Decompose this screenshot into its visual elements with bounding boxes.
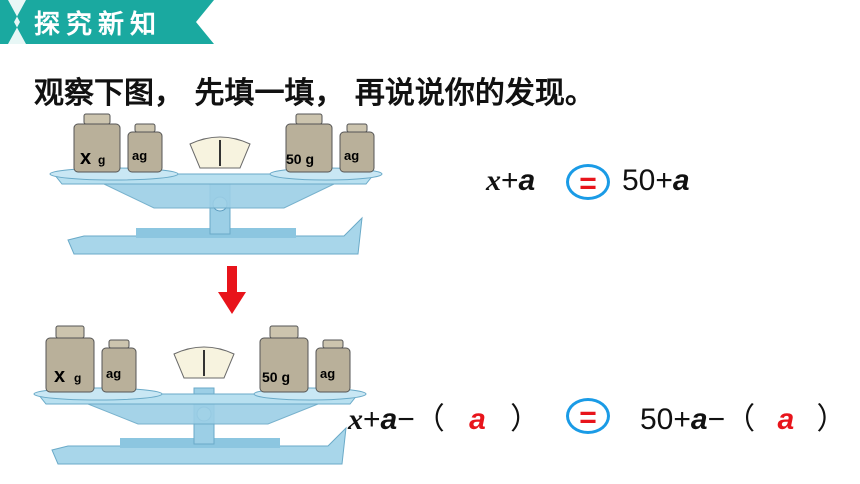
op-minus-paren: −（	[397, 403, 445, 436]
equation-top-right: 50+a	[622, 164, 690, 198]
weight-label: g	[74, 371, 81, 385]
op-minus-paren: −（	[707, 403, 756, 436]
weight-label: ag	[320, 366, 335, 381]
section-title: 探究新知	[34, 10, 163, 40]
var-a: a	[672, 164, 690, 197]
balance-scale-bottom: x g ag 50 g ag	[33, 325, 367, 465]
instruction-text: 观察下图， 先填一填， 再说说你的发现。	[34, 76, 595, 111]
down-arrow-icon	[218, 266, 246, 314]
num-50-plus: 50+	[622, 164, 673, 197]
var-a: a	[518, 164, 536, 197]
header-badge	[0, 0, 214, 44]
weight-label: g	[98, 153, 105, 167]
equals-circle-top: =	[566, 164, 610, 200]
close-paren: ）	[510, 403, 541, 436]
var-x: x	[486, 164, 501, 197]
weight-label: 50 g	[262, 369, 290, 385]
var-x: x	[348, 403, 363, 436]
var-a: a	[380, 403, 398, 436]
weight-label: ag	[106, 366, 121, 381]
equation-bottom-right: 50+a−（ a ）	[640, 394, 846, 438]
var-a: a	[690, 403, 708, 436]
weight-label: x	[54, 365, 65, 387]
equals-circle-bottom: =	[566, 398, 610, 434]
weight-label: ag	[344, 148, 359, 163]
weight-label: ag	[132, 148, 147, 163]
balance-scale-top: x g ag 50 g ag	[49, 113, 383, 255]
op-plus: +	[501, 164, 519, 197]
close-paren: ）	[816, 403, 847, 436]
answer-fill-right: a	[777, 403, 795, 436]
weight-label: x	[80, 147, 91, 169]
answer-fill-left: a	[469, 403, 486, 436]
equation-bottom-left: x+a−（ a ）	[348, 394, 540, 438]
num-50-plus: 50+	[640, 403, 691, 436]
equation-top-left: x+a	[486, 164, 535, 198]
weight-label: 50 g	[286, 151, 314, 167]
op-plus: +	[363, 403, 381, 436]
